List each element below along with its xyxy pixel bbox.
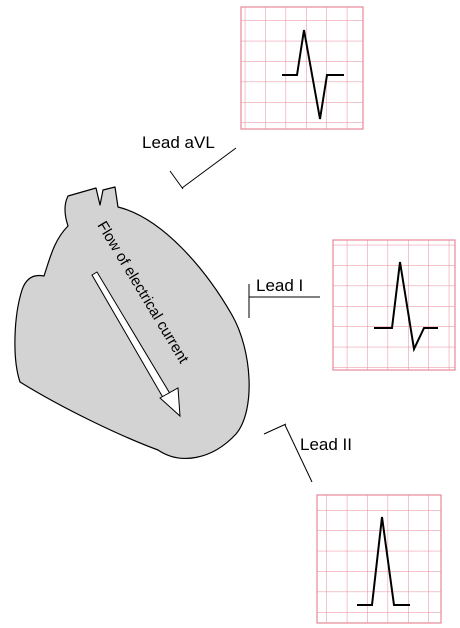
ecg-grid-lead-ii xyxy=(316,494,442,624)
lead-i-marker xyxy=(248,284,320,318)
lead-ii-label: Lead II xyxy=(300,435,352,454)
lead-i-label: Lead I xyxy=(256,276,303,295)
ecg-trace-avl xyxy=(282,29,344,120)
heart-shape xyxy=(14,186,250,459)
lead-avl-label: Lead aVL xyxy=(142,133,215,152)
lead-avl-marker xyxy=(169,147,237,190)
ecg-trace-lead-ii xyxy=(357,516,410,606)
ecg-trace-lead-i xyxy=(374,261,438,353)
ecg-grid-avl xyxy=(240,6,364,130)
lead-ii-marker xyxy=(263,423,313,483)
current-arrow-icon xyxy=(91,271,181,418)
